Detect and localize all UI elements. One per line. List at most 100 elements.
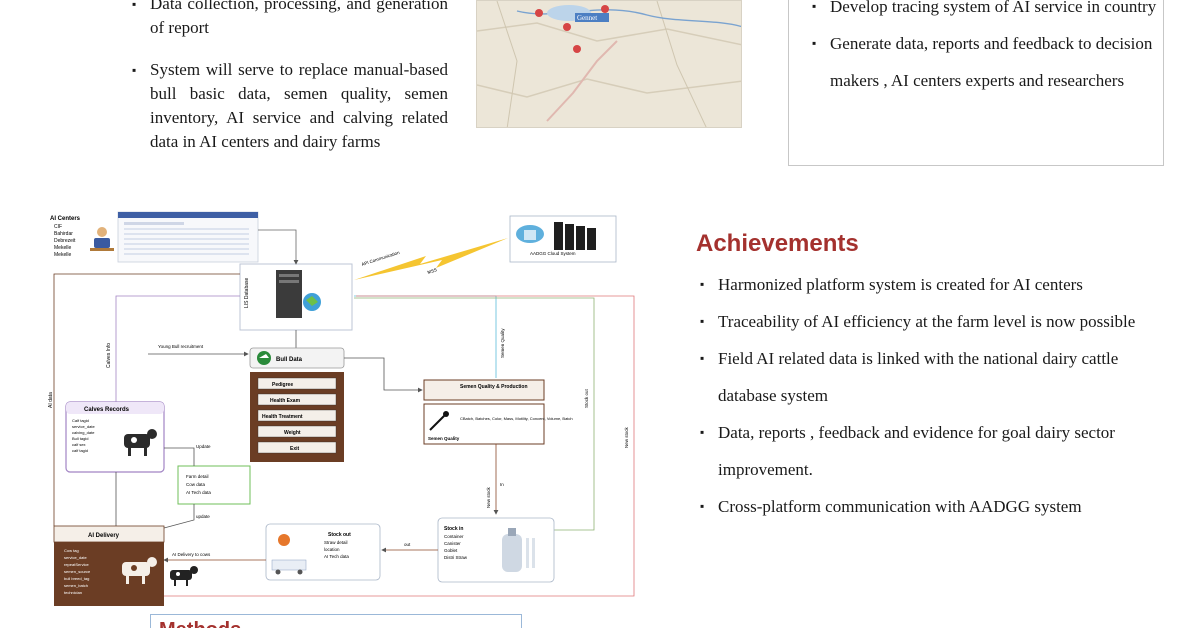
- bull-icon: [257, 351, 271, 365]
- db-label: LIS Database: [244, 277, 250, 308]
- cloud-database-icon: [516, 225, 544, 243]
- list-item: Field AI related data is linked with the…: [696, 340, 1166, 414]
- stock-out-link-label: Stock out: [584, 388, 589, 408]
- update-label: Update: [196, 444, 211, 449]
- delivery-field: repeatService: [64, 562, 89, 567]
- delivery-field: semen_source: [64, 569, 91, 574]
- achievements-list: Harmonized platform system is created fo…: [696, 266, 1166, 525]
- system-architecture-diagram: AI Centers CIF Bahirdar Debrezeit Mekell…: [48, 211, 635, 606]
- ai-data-label: AI data: [48, 392, 54, 408]
- stock-out-item: Straw detail: [324, 540, 348, 545]
- delivery-field: semen_batch: [64, 583, 88, 588]
- api-communication-link: API Communication MSS: [354, 238, 508, 280]
- ai-center-item: Bahirdar: [54, 231, 73, 237]
- nitrogen-tank-icon: [502, 528, 535, 572]
- calf-icon: [124, 429, 157, 456]
- in-label: In: [500, 482, 504, 487]
- stock-in-title: Stock in: [444, 526, 463, 532]
- stock-out-node: Stock out Straw detail location AI Tech …: [265, 523, 381, 581]
- calves-field: calf tagid: [72, 448, 88, 453]
- calves-info-label: Calves Info: [106, 343, 112, 368]
- delivery-field: technician: [64, 590, 82, 595]
- farm-item: Cow data: [186, 482, 206, 487]
- farm-item: Farm detail: [186, 474, 209, 479]
- stock-out-item: AI Tech data: [324, 554, 349, 559]
- lis-database-node: LIS Database: [239, 263, 353, 331]
- region-map: Gennet: [476, 0, 742, 128]
- map-pin-icon: [563, 23, 571, 31]
- calves-records-title: Calves Records: [84, 407, 130, 413]
- map-graphic: Gennet: [477, 1, 741, 127]
- calves-records-node: Calves Records Calf tagid service_date c…: [65, 401, 165, 473]
- delivery-field: service_date: [64, 555, 87, 560]
- delivery-field: Cow tag: [64, 548, 79, 553]
- new-stock-link-label: New stock: [624, 426, 629, 448]
- map-pin-icon: [601, 5, 609, 13]
- objectives-list: Develop tracing system of AI service in …: [808, 0, 1164, 99]
- calves-field: calving_date: [72, 430, 95, 435]
- young-bull-label: Young Bull recruitment: [158, 344, 204, 349]
- update2-label: update: [196, 514, 210, 519]
- ai-delivery-link-label: AI Delivery to cows: [172, 552, 211, 557]
- semen-quality-link-label: Semen Quality: [500, 328, 505, 358]
- stock-out-title: Stock out: [328, 532, 351, 538]
- technician-icon: [90, 227, 114, 251]
- semen-quality-label: Semen Quality: [428, 436, 460, 441]
- list-item: Generate data, reports and feedback to d…: [808, 25, 1164, 99]
- out-label: out: [404, 542, 411, 547]
- ai-delivery-node: AI Delivery Cow tag service_date repeatS…: [53, 472, 165, 606]
- bull-data-item: Pedigree: [272, 382, 293, 388]
- bull-data-item: Weight: [284, 430, 301, 436]
- stock-in-item: Canister: [444, 541, 461, 546]
- farm-item: AI Tech data: [186, 490, 211, 495]
- farm-detail-node: Farm detail Cow data AI Tech data: [177, 465, 251, 505]
- api-sub-label: MSS: [427, 267, 438, 275]
- bull-data-title: Bull Data: [276, 357, 303, 363]
- ai-centers-legend: AI Centers CIF Bahirdar Debrezeit Mekell…: [50, 216, 114, 258]
- methods-box: Methods: [150, 614, 522, 628]
- bull-data-item: Health Treatment: [262, 414, 303, 420]
- ai-center-item: Debrezeit: [54, 238, 76, 244]
- new-stock-label: New stock: [486, 486, 491, 508]
- ai-center-item: CIF: [54, 224, 62, 230]
- api-label: API Communication: [361, 250, 401, 267]
- stock-in-item: Distri Straw: [444, 555, 468, 560]
- list-item: Develop tracing system of AI service in …: [808, 0, 1164, 25]
- stock-in-node: Stock in Container Canister Goblet Distr…: [437, 517, 555, 583]
- calves-field: service_date: [72, 424, 95, 429]
- delivery-truck-icon: [271, 534, 307, 575]
- server-icon: [276, 270, 321, 318]
- ai-center-item: Mekelle: [54, 252, 71, 258]
- aadgg-cloud-node: AADGG Cloud System: [509, 215, 617, 263]
- map-pin-icon: [535, 9, 543, 17]
- system-description-list: Data collection, processing, and generat…: [128, 0, 448, 172]
- cow-calf-icon: [170, 566, 198, 586]
- server-rack-icon: [554, 222, 596, 250]
- map-city-label: Gennet: [577, 14, 597, 22]
- ai-delivery-title: AI Delivery: [88, 533, 120, 539]
- cow-icon: [122, 557, 157, 584]
- stock-out-item: location: [324, 547, 340, 552]
- stock-in-item: Goblet: [444, 548, 458, 553]
- map-pin-icon: [573, 45, 581, 53]
- stock-in-item: Container: [444, 534, 464, 539]
- ai-center-item: Mekelle: [54, 245, 71, 251]
- cloud-label: AADGG Cloud System: [530, 251, 576, 256]
- bull-data-item: Health Exam: [270, 398, 301, 404]
- list-item: Harmonized platform system is created fo…: [696, 266, 1166, 303]
- list-item: Cross-platform communication with AADGG …: [696, 488, 1166, 525]
- bull-data-item: Exit: [290, 446, 300, 452]
- semen-quality-fields: CBatch, Batches, Color, Mass, Motility, …: [460, 416, 573, 421]
- list-item: System will serve to replace manual-base…: [128, 58, 448, 154]
- methods-heading: Methods: [159, 619, 241, 628]
- list-item: Data collection, processing, and generat…: [128, 0, 448, 40]
- calves-field: calf sex: [72, 442, 86, 447]
- pipette-icon: [429, 411, 449, 431]
- semen-quality-node: Semen Quality & Production Semen Quality…: [423, 379, 573, 445]
- bull-data-node: Bull Data Pedigree Health Exam Health Tr…: [249, 347, 345, 462]
- calves-field: Bull tagid: [72, 436, 88, 441]
- semen-quality-title: Semen Quality & Production: [460, 384, 528, 390]
- list-item: Data, reports , feedback and evidence fo…: [696, 414, 1166, 488]
- ai-centers-title: AI Centers: [50, 216, 81, 222]
- dashboard-thumbnail: [117, 211, 259, 263]
